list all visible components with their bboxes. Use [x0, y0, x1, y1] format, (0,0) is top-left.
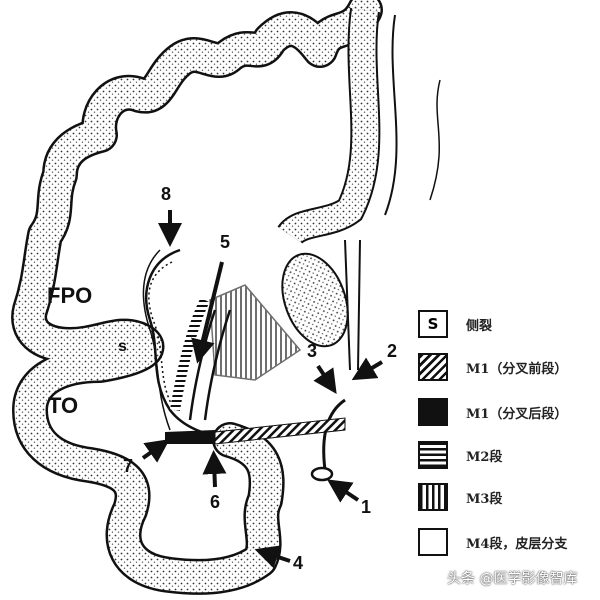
arrow-6	[202, 450, 227, 488]
legend-label: 侧裂	[466, 318, 493, 334]
m4-cortical-branch	[142, 249, 171, 431]
label-to: TO	[48, 393, 79, 418]
legend-swatch-s: S	[418, 310, 448, 338]
arrow-5	[191, 261, 224, 364]
label-sylvian-fissure: s	[118, 338, 127, 355]
arrow-3	[313, 364, 337, 394]
mca-segments	[142, 249, 346, 445]
legend-item-m3: M3段	[418, 483, 502, 511]
arrow-4	[254, 545, 291, 569]
legend-item-m2: M2段	[418, 441, 502, 469]
m1-postbifurcation	[165, 430, 215, 444]
legend-swatch-solid	[418, 398, 448, 426]
legend-swatch-vertical	[418, 483, 448, 511]
m2-segment	[170, 297, 210, 411]
number-6: 6	[210, 492, 221, 512]
legend-label: M4段，皮层分支	[466, 536, 568, 552]
number-1: 1	[361, 497, 372, 517]
number-7: 7	[123, 456, 134, 476]
arrows	[141, 210, 384, 569]
arrow-7	[141, 439, 170, 463]
legend-swatch-diagonal	[418, 353, 448, 381]
legend-label: M2段	[466, 449, 503, 465]
label-fpo: FPO	[47, 283, 93, 308]
cortex	[11, 0, 441, 595]
watermark: 头条 @医学影像智库	[447, 571, 578, 587]
legend-item-m4: M4段，皮层分支	[418, 528, 567, 556]
legend-item-sylvian: S 侧裂	[418, 310, 492, 338]
number-8: 8	[161, 184, 172, 204]
legend-label: M1（分叉前段）	[466, 361, 568, 377]
legend-label: M1（分叉后段）	[466, 406, 568, 422]
legend-item-m1-post: M1（分叉后段）	[418, 398, 567, 426]
number-2: 2	[387, 341, 398, 361]
arrow-2	[351, 357, 384, 381]
legend-swatch-horizontal	[418, 441, 448, 469]
number-3: 3	[307, 341, 318, 361]
legend-item-m1-pre: M1（分叉前段）	[418, 353, 567, 381]
legend-swatch-blank	[418, 528, 448, 556]
arrow-1	[327, 479, 360, 503]
legend-label: M3段	[466, 491, 503, 507]
number-5: 5	[220, 232, 231, 252]
number-4: 4	[293, 553, 304, 573]
